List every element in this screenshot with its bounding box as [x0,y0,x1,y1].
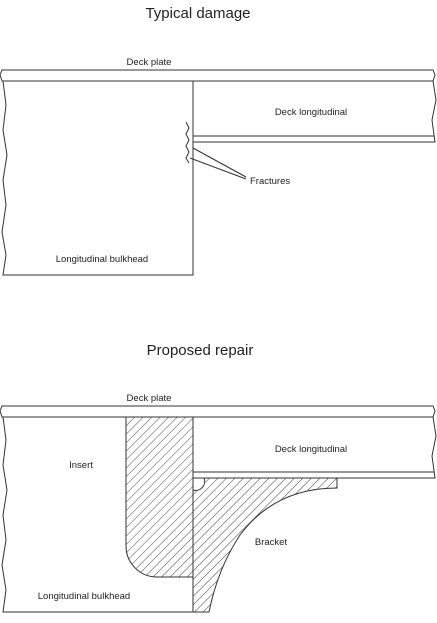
insert-label: Insert [69,460,93,471]
deck-plate-label-top: Deck plate [127,57,172,68]
typical-damage-figure: Typical damage Deck plate Longitudinal b… [0,5,437,276]
longitudinal-bulkhead-top [1,80,194,276]
bracket-label: Bracket [255,537,288,548]
bracket-plate [192,477,338,613]
fractures-leader-line [189,157,247,180]
deck-longitudinal-label-bottom: Deck longitudinal [275,444,347,455]
deck-plate-top [0,69,436,82]
deck-plate-bottom [0,405,436,418]
fracture-crack [185,121,190,164]
typical-damage-title: Typical damage [145,5,250,22]
deck-longitudinal-top [192,80,437,143]
insert-plate [125,416,194,578]
longitudinal-bulkhead-label-top: Longitudinal bulkhead [56,254,148,265]
proposed-repair-figure: Proposed repair Deck plate Longitudinal … [0,342,437,613]
deck-plate-label-bottom: Deck plate [127,393,172,404]
fractures-leader-line [192,147,247,178]
bracket-scallop [192,477,206,491]
fractures-label: Fractures [250,176,290,187]
proposed-repair-title: Proposed repair [147,342,254,359]
longitudinal-bulkhead-label-bottom: Longitudinal bulkhead [38,591,130,602]
deck-longitudinal-label-top: Deck longitudinal [275,107,347,118]
